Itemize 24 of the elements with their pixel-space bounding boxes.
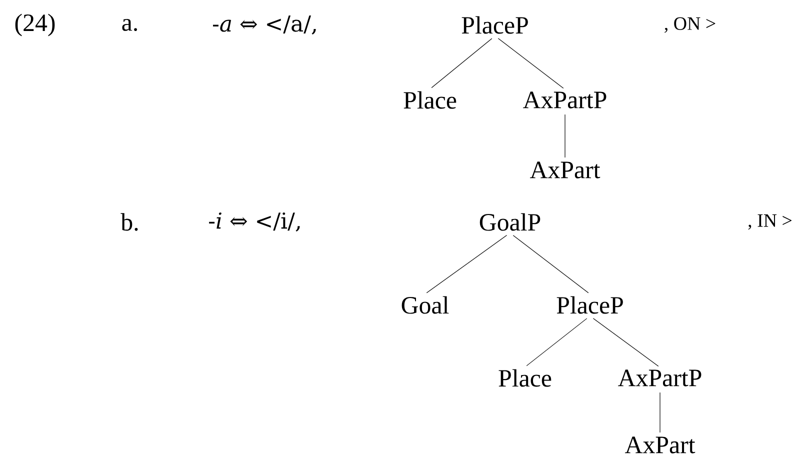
example-text: , IN > [748,214,792,230]
tree-branch [512,235,589,294]
tree-label: Place [404,91,456,109]
tree-label: AxPart [530,162,600,178]
tree-label: AxPartP [618,370,702,386]
tree-branch [431,38,492,88]
tree-label: PlaceP [462,16,528,34]
tree-branch [426,235,508,294]
tree-label: Place [498,369,552,387]
example-text: a. [122,18,137,32]
example-text: (24) [15,14,55,36]
tree-label: PlaceP [556,296,623,314]
example-text: -a ⇔ </a/, [213,16,316,34]
tree-label: AxPartP [523,92,606,108]
example-text: -i ⇔ </i/, [209,212,300,232]
tree-label: Goal [402,296,449,314]
example-text: b. [120,213,138,231]
tree-branch [498,38,564,89]
tree-label: AxPart [624,436,696,454]
tree-branch [526,318,588,366]
tree-branch [564,114,566,158]
tree-branch [592,318,659,367]
tree-label: GoalP [480,213,540,231]
example-text: , ON > [664,17,716,33]
